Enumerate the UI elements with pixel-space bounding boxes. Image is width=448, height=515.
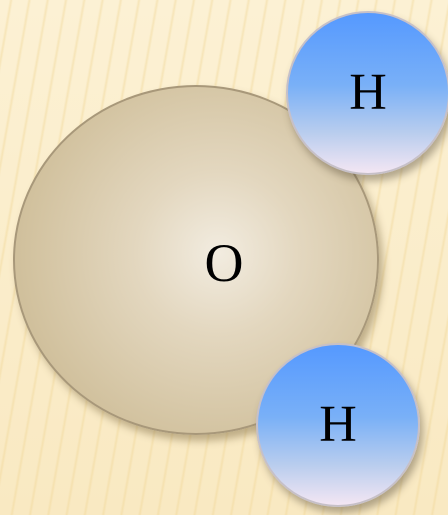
hydrogen-atom-bottom: H bbox=[256, 343, 420, 507]
hydrogen-label-bottom: H bbox=[319, 396, 357, 453]
hydrogen-label-top: H bbox=[349, 64, 387, 121]
oxygen-label: O bbox=[204, 233, 244, 293]
hydrogen-atom-top: H bbox=[286, 11, 448, 175]
